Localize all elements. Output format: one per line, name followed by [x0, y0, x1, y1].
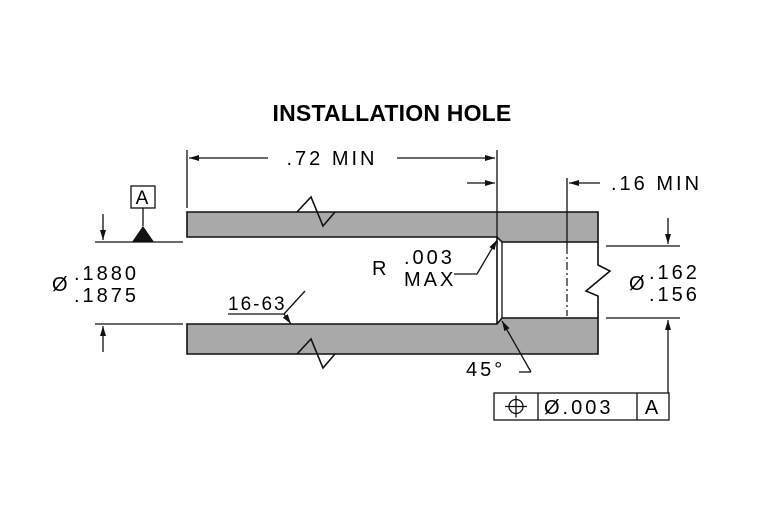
- datum-triangle: [132, 226, 154, 242]
- position-icon: [505, 395, 527, 418]
- break-line-top: [296, 195, 336, 228]
- fcf-tolerance: Ø.003: [544, 397, 613, 419]
- radius-value: .003: [404, 247, 455, 269]
- hole-dia-symbol: Ø: [52, 274, 71, 296]
- thru-dia-max: .162: [649, 262, 700, 284]
- lower-wall: [186, 317, 599, 355]
- part-section: [186, 195, 612, 370]
- feature-control-frame: Ø.003 A: [493, 392, 670, 421]
- thru-diameter-dimension: Ø .162 .156: [606, 218, 700, 396]
- chamfer-angle-label: 45°: [466, 359, 505, 381]
- depth-label: .72 MIN: [286, 148, 377, 170]
- chamfer-angle-callout: 45°: [466, 320, 532, 381]
- chamfer-offset-label: .16 MIN: [611, 173, 702, 195]
- drawing-title: INSTALLATION HOLE: [273, 100, 512, 126]
- finish-label: 16-63: [228, 294, 287, 315]
- corner-radius-callout: R .003 MAX: [372, 239, 498, 291]
- hole-dia-max: .1880: [74, 263, 139, 285]
- thru-dia-min: .156: [649, 284, 700, 306]
- radius-prefix: R: [372, 258, 389, 280]
- depth-dimension: .72 MIN: [186, 148, 498, 237]
- surface-finish-callout: 16-63: [228, 290, 306, 325]
- datum-feature-symbol: A: [130, 185, 156, 242]
- break-line-bottom: [296, 337, 336, 370]
- break-line-right: [584, 242, 612, 318]
- datum-label: A: [136, 188, 151, 209]
- upper-wall: [186, 211, 599, 243]
- chamfer-offset-dimension: .16 MIN: [467, 173, 702, 246]
- hole-dia-min: .1875: [74, 285, 139, 307]
- radius-note: MAX: [404, 269, 456, 291]
- thru-dia-symbol: Ø: [629, 273, 648, 295]
- fcf-datum: A: [645, 397, 661, 419]
- hole-diameter-dimension: Ø .1880 .1875: [52, 214, 183, 352]
